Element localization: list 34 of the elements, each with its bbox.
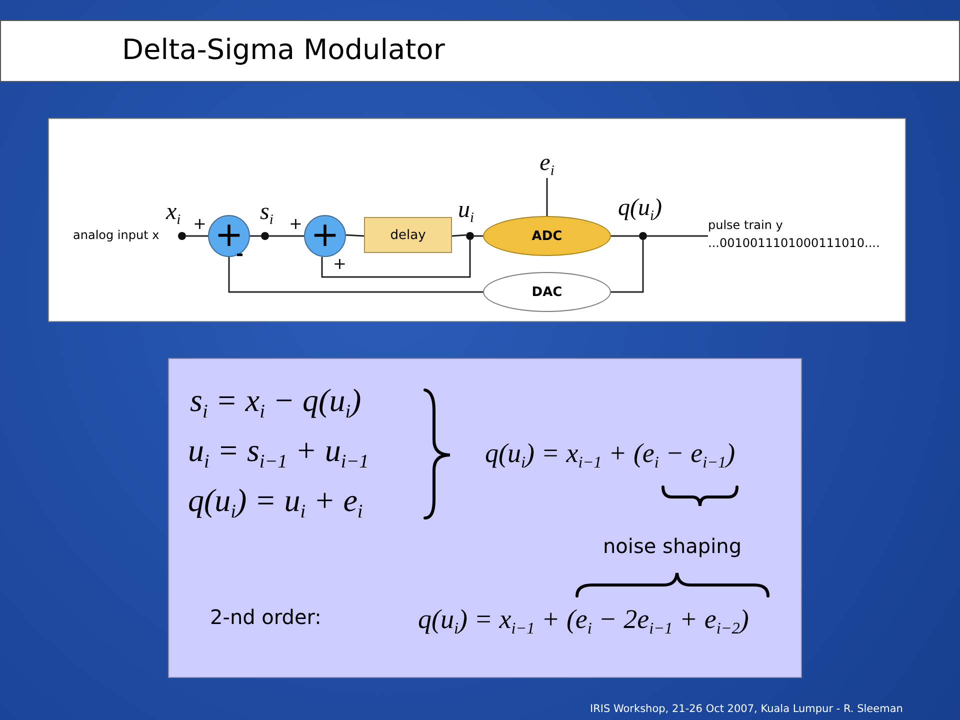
signal-line bbox=[452, 234, 466, 237]
signal-line bbox=[269, 235, 304, 237]
sign-label: + bbox=[289, 216, 302, 232]
delay-block: delay bbox=[364, 217, 452, 253]
equation: s$_{i}$ = x$_{i}$ − q(u$_{i}$) bbox=[190, 384, 362, 422]
signal-line bbox=[474, 235, 483, 237]
signal-line bbox=[647, 235, 708, 237]
slide-title: Delta-Sigma Modulator bbox=[122, 36, 445, 64]
signal-line bbox=[611, 240, 644, 293]
input-label: analog input x bbox=[73, 229, 160, 241]
signal-label: q(u$_{i}$) bbox=[618, 196, 662, 224]
equation: u$_{i}$ = s$_{i−1}$ + u$_{i−1}$ bbox=[188, 434, 369, 472]
signal-line bbox=[228, 257, 483, 293]
signal-label: u$_{i}$ bbox=[458, 198, 474, 226]
signal-line bbox=[546, 178, 548, 216]
bit-stream-text: ...0010011101000111010.... bbox=[708, 237, 880, 249]
signal-label: e$_{i}$ bbox=[536, 152, 558, 178]
sign-label: - bbox=[236, 246, 244, 264]
annotation-text: noise shaping bbox=[603, 536, 742, 556]
signal-label: x$_{i}$ bbox=[166, 200, 181, 228]
signal-line bbox=[250, 235, 261, 237]
sign-label: + bbox=[333, 256, 346, 272]
footer-text: IRIS Workshop, 21-26 Oct 2007, Kuala Lumpur - R. Sleeman bbox=[590, 704, 903, 714]
output-label: pulse train y bbox=[708, 219, 783, 231]
equation: q(u$_{i}$) = x$_{i−1}$ + (e$_{i}$ − e$_{i−1}$) bbox=[485, 440, 736, 471]
signal-line bbox=[186, 235, 208, 237]
signal-line bbox=[611, 235, 639, 237]
equation: q(u$_{i}$) = x$_{i−1}$ + (e$_{i}$ − 2e$_{i−1}$ + e$_{i−2}$) bbox=[418, 606, 749, 637]
signal-label: s$_{i}$ bbox=[260, 200, 274, 228]
signal-line bbox=[321, 240, 471, 278]
annotation-text: 2-nd order: bbox=[210, 607, 322, 627]
signal-line bbox=[346, 234, 364, 237]
equation: q(u$_{i}$) = u$_{i}$ + e$_{i}$ bbox=[188, 484, 363, 522]
sign-label: + bbox=[193, 216, 206, 232]
